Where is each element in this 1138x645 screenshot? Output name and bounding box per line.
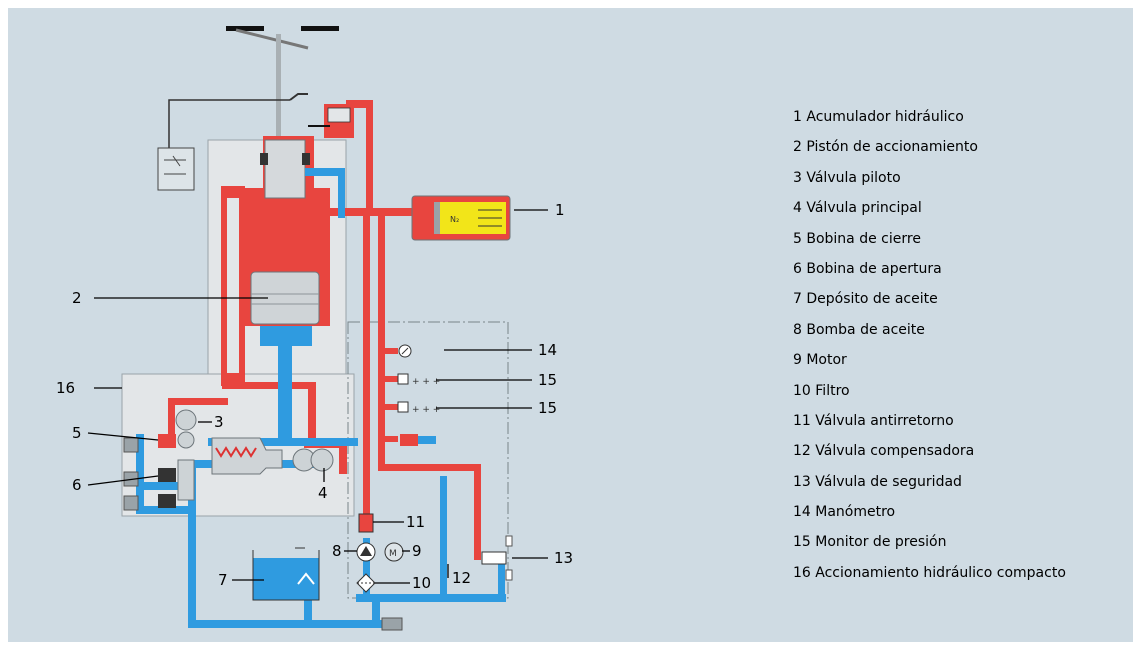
accumulator: N₂ [411, 195, 511, 241]
legend-item: 15 Monitor de presión [793, 534, 947, 551]
callout-1: 1 [555, 201, 565, 219]
callout-10: 10 [412, 574, 431, 592]
callout-9: 9 [412, 542, 422, 560]
operating-mechanism [157, 26, 339, 191]
component-legend: 1 Acumulador hidráulico 2 Pistón de acci… [793, 107, 1066, 593]
svg-text:+ + +: + + + [412, 377, 440, 387]
legend-item: 8 Bomba de aceite [793, 321, 925, 338]
legend-item: 4 Válvula principal [793, 200, 922, 217]
legend-item: 6 Bobina de apertura [793, 260, 942, 277]
top-pilot-valve [308, 104, 354, 138]
legend-item: 11 Válvula antirretorno [793, 412, 954, 429]
legend-item: 16 Accionamiento hidráulico compacto [793, 564, 1066, 581]
leader-lines [87, 209, 548, 584]
callout-14: 14 [538, 341, 557, 359]
diagram-panel: N₂ + + + + + + [8, 8, 1133, 642]
legend-item: 12 Válvula compensadora [793, 443, 975, 460]
callout-15b: 15 [538, 399, 557, 417]
callout-2: 2 [72, 289, 82, 307]
legend-item: 10 Filtro [793, 382, 850, 399]
pilot-valve-3 [175, 409, 197, 431]
svg-text:M: M [389, 549, 397, 559]
callout-12: 12 [452, 569, 471, 587]
legend-item: 2 Pistón de accionamiento [793, 139, 978, 156]
legend-item: 7 Depósito de aceite [793, 291, 938, 308]
pump-assembly: M [356, 513, 513, 631]
actuator-piston [250, 139, 320, 325]
callout-11: 11 [406, 513, 425, 531]
callout-8: 8 [332, 542, 342, 560]
svg-text:+ + +: + + + [412, 405, 440, 415]
callout-6: 6 [72, 476, 82, 494]
monitoring-boundary [347, 321, 509, 599]
legend-item: 3 Válvula piloto [793, 169, 901, 186]
callout-13: 13 [554, 549, 573, 567]
callout-3: 3 [214, 413, 224, 431]
callout-5: 5 [72, 424, 82, 442]
callout-numbers: 1 2 3 4 5 6 7 8 9 10 11 12 13 14 15 15 1… [56, 201, 573, 592]
legend-item: 5 Bobina de cierre [793, 230, 921, 247]
control-valves [123, 409, 334, 511]
hydraulic-schematic: N₂ + + + + + + [56, 26, 573, 631]
legend-item: 9 Motor [793, 352, 847, 369]
callout-7: 7 [218, 571, 228, 589]
callout-16: 16 [56, 379, 75, 397]
oil-tank [252, 547, 320, 601]
legend-item: 13 Válvula de seguridad [793, 473, 962, 490]
legend-item: 1 Acumulador hidráulico [793, 109, 964, 125]
accumulator-gas-label: N₂ [450, 215, 459, 224]
legend-item: 14 Manómetro [793, 504, 896, 521]
callout-15a: 15 [538, 371, 557, 389]
callout-4: 4 [318, 484, 328, 502]
pressure-monitors: + + + + + + [397, 344, 440, 446]
